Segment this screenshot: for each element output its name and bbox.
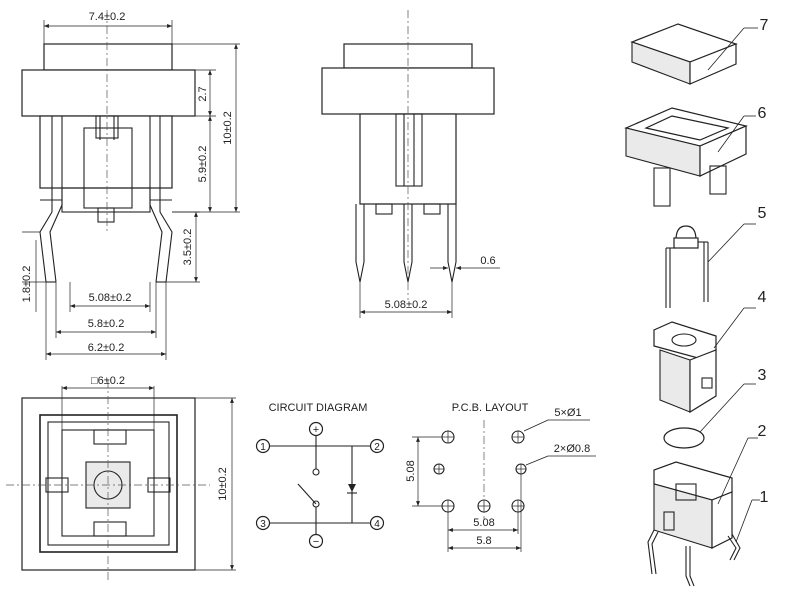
part-number-1: 1 <box>760 489 769 506</box>
part-5-led <box>665 223 756 308</box>
dim-pitch-a: 5.08±0.2 <box>89 292 132 304</box>
terminal-1 <box>255 438 271 454</box>
front-view: 7.4±0.2 2.7 5.9±0.2 10±0.2 3.5±0.2 1.8±0… <box>21 10 240 360</box>
circuit-diagram: CIRCUIT DIAGRAM + − 1 2 3 4 <box>255 402 385 549</box>
side-view: 0.6 5.08±0.2 <box>321 10 500 318</box>
dim-outer-size: 10±0.2 <box>217 467 229 501</box>
dim-height-body: 5.9±0.2 <box>197 146 209 183</box>
terminal-1-label: 1 <box>260 442 266 453</box>
part-7-cap <box>630 23 758 85</box>
pcb-hole-large-label: 5×Ø1 <box>554 407 581 419</box>
terminal-4 <box>369 515 385 531</box>
side-pin-1 <box>355 204 365 283</box>
front-cap <box>43 43 173 71</box>
terminal-minus-label: − <box>313 536 319 548</box>
dim-pin-length: 3.5±0.2 <box>182 229 194 266</box>
part-number-2: 2 <box>758 423 767 440</box>
dim-square-size: □6±0.2 <box>91 375 125 387</box>
terminal-2 <box>369 438 385 454</box>
terminal-minus <box>308 533 324 549</box>
top-view: □6±0.2 10±0.2 <box>6 375 236 580</box>
part-3-dome <box>663 383 756 449</box>
front-flange <box>21 69 196 117</box>
dim-pitch-c: 6.2±0.2 <box>88 342 125 354</box>
dim-width-overall: 7.4±0.2 <box>89 11 126 23</box>
dim-side-pitch: 5.08±0.2 <box>385 299 428 311</box>
part-number-7: 7 <box>760 17 769 34</box>
side-pin-3 <box>447 204 457 283</box>
dim-height-top: 2.7 <box>197 86 209 101</box>
terminal-plus-label: + <box>313 424 319 436</box>
terminal-plus <box>308 421 324 437</box>
part-2-base <box>653 437 758 549</box>
pcb-layout: P.C.B. LAYOUT 5×Ø1 2×Ø0.8 5.08 <box>405 402 596 552</box>
pcb-dim-vertical: 5.08 <box>405 460 417 481</box>
front-body <box>39 115 173 189</box>
terminal-2-label: 2 <box>374 442 380 453</box>
part-1-terminals <box>647 499 760 587</box>
front-pin-right-outer <box>149 204 163 283</box>
pcb-dim-h2: 5.8 <box>476 535 491 547</box>
part-number-5: 5 <box>758 205 767 222</box>
led-diode-symbol <box>348 484 356 492</box>
terminal-3 <box>255 515 271 531</box>
terminal-4-label: 4 <box>374 519 380 530</box>
dim-pin-foot: 1.8±0.2 <box>21 266 33 303</box>
pcb-title: P.C.B. LAYOUT <box>452 402 529 414</box>
pcb-hole-small-label: 2×Ø0.8 <box>554 443 590 455</box>
exploded-parts: 7 6 5 <box>624 17 769 587</box>
pcb-holes <box>433 430 527 513</box>
part-number-6: 6 <box>758 105 767 122</box>
circuit-title: CIRCUIT DIAGRAM <box>269 402 368 414</box>
dim-pitch-b: 5.8±0.2 <box>88 318 125 330</box>
pcb-dim-h1: 5.08 <box>473 517 494 529</box>
front-pin-left-outer <box>39 211 53 283</box>
part-4-holder <box>653 307 756 414</box>
part-number-4: 4 <box>758 289 767 306</box>
top-inner-square <box>39 414 178 553</box>
part-number-3: 3 <box>758 367 767 384</box>
terminal-3-label: 3 <box>260 519 266 530</box>
dim-pin-width: 0.6 <box>480 255 495 267</box>
part-6-housing <box>624 107 756 207</box>
dim-height-total: 10±0.2 <box>222 111 234 145</box>
